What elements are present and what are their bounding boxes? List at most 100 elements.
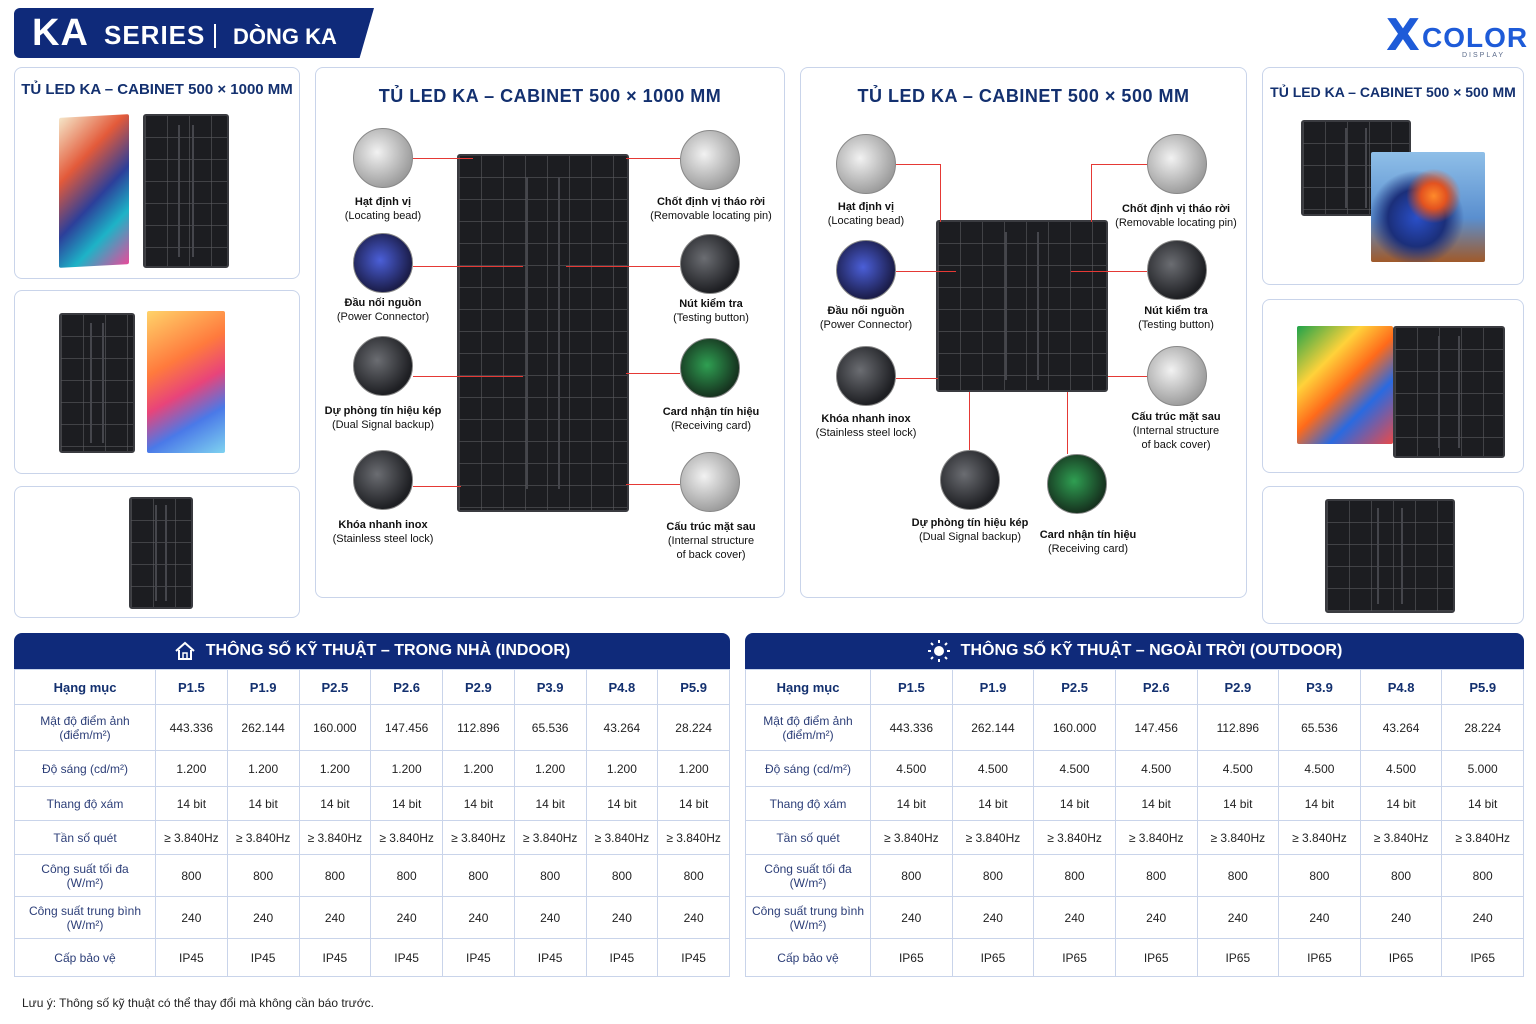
col-header: P4.8: [1359, 669, 1443, 705]
thumb-title: TỦ LED KA – CABINET 500 × 500 MM: [1270, 84, 1516, 100]
thumb-card-5[interactable]: [1262, 299, 1524, 473]
table-cell: ≥ 3.840Hz: [442, 820, 515, 855]
table-row: Tần số quét≥ 3.840Hz≥ 3.840Hz≥ 3.840Hz≥ …: [745, 820, 1524, 855]
table-cell: ≥ 3.840Hz: [870, 820, 953, 855]
table-cell: IP65: [1359, 938, 1443, 977]
panel-title: TỦ LED KA – CABINET 500 × 1000 MM: [378, 86, 722, 106]
thumb-card-3[interactable]: [14, 486, 300, 618]
table-cell: 443.336: [155, 704, 228, 751]
table-cell: ≥ 3.840Hz: [370, 820, 443, 855]
callout-label: Chốt định vị tháo rời(Removable locating…: [650, 196, 772, 222]
panel-title: TỦ LED KA – CABINET 500 × 500 MM: [857, 86, 1190, 106]
table-cell: 240: [1196, 896, 1280, 939]
logo-wordmark: COLOR: [1422, 22, 1529, 53]
locating-bead-icon: [836, 134, 896, 194]
table-cell: 28.224: [657, 704, 730, 751]
table-cell: IP65: [951, 938, 1035, 977]
table-cell: 800: [1441, 854, 1524, 897]
receiving-card-icon: [680, 338, 740, 398]
callout-line: [1091, 164, 1147, 165]
table-cell: 800: [370, 854, 443, 897]
callout-line: [626, 373, 680, 374]
col-header: P1.9: [951, 669, 1035, 705]
cabinet-back-image: [1325, 499, 1455, 613]
table-cell: 28.224: [1441, 704, 1524, 751]
thumb-card-6[interactable]: [1262, 486, 1524, 624]
callout-label: Card nhận tín hiệu(Receiving card): [662, 406, 760, 432]
table-cell: 240: [951, 896, 1035, 939]
table-cell: 43.264: [1359, 704, 1443, 751]
callout-label: Khóa nhanh inox(Stainless steel lock): [815, 413, 917, 439]
row-category: Tần số quét: [745, 820, 871, 855]
callout-label: Dự phòng tín hiệu kép(Dual Signal backup…: [324, 405, 442, 431]
callout-label: Đầu nối nguồn(Power Connector): [336, 297, 430, 323]
home-icon: [174, 640, 196, 662]
table-cell: 65.536: [513, 704, 587, 751]
table-cell: ≥ 3.840Hz: [155, 820, 228, 855]
row-category: Tần số quét: [14, 820, 156, 855]
table-cell: IP65: [1196, 938, 1280, 977]
callout-line: [1108, 376, 1147, 377]
table-cell: IP65: [1114, 938, 1198, 977]
table-cell: IP45: [155, 938, 228, 977]
thumb-card-2[interactable]: [14, 290, 300, 474]
callout-line: [1067, 392, 1068, 454]
col-header: P2.5: [298, 669, 372, 705]
table-header-row: Hạng mục P1.5 P1.9 P2.5 P2.6 P2.9 P3.9 P…: [745, 669, 1524, 705]
thumb-card-4[interactable]: TỦ LED KA – CABINET 500 × 500 MM: [1262, 67, 1524, 285]
table-cell: IP65: [1441, 938, 1524, 977]
footnote: Lưu ý: Thông số kỹ thuật có thể thay đổi…: [22, 996, 374, 1010]
thumb-card-1[interactable]: TỦ LED KA – CABINET 500 × 1000 MM: [14, 67, 300, 279]
table-cell: 240: [513, 896, 587, 939]
table-cell: 800: [1033, 854, 1116, 897]
table-cell: 14 bit: [298, 786, 372, 821]
callout-line: [896, 271, 956, 272]
table-cell: 240: [870, 896, 953, 939]
row-category: Mật độ điểm ảnh(điểm/m²): [14, 704, 156, 751]
row-category: Thang độ xám: [745, 786, 871, 821]
callout-line: [969, 392, 970, 450]
steel-lock-icon: [353, 450, 413, 510]
callout-line: [566, 266, 680, 267]
table-cell: IP45: [585, 938, 659, 977]
col-header: P3.9: [513, 669, 587, 705]
table-cell: 14 bit: [870, 786, 953, 821]
table-cell: 160.000: [298, 704, 372, 751]
steel-lock-icon: [836, 346, 896, 406]
col-header: P4.8: [585, 669, 659, 705]
table-cell: 800: [585, 854, 659, 897]
table-cell: IP65: [1033, 938, 1116, 977]
table-cell: 240: [657, 896, 730, 939]
series-code: KA: [32, 12, 89, 54]
table-row: Tần số quét≥ 3.840Hz≥ 3.840Hz≥ 3.840Hz≥ …: [14, 820, 730, 855]
cabinet-500x1000-back: [457, 154, 629, 512]
callout-line: [896, 164, 940, 165]
table-cell: ≥ 3.840Hz: [585, 820, 659, 855]
table-cell: 800: [442, 854, 515, 897]
thumb-title: TỦ LED KA – CABINET 500 × 1000 MM: [21, 81, 293, 98]
cabinet-back-image: [1393, 326, 1505, 458]
header-separator: [214, 24, 216, 48]
callout-label: Đầu nối nguồn(Power Connector): [819, 305, 913, 331]
col-header: P1.5: [155, 669, 228, 705]
testing-button-icon: [680, 234, 740, 294]
table-cell: IP65: [870, 938, 953, 977]
parrot-screen-image: [1297, 326, 1393, 444]
table-cell: 800: [951, 854, 1035, 897]
table-cell: 240: [1033, 896, 1116, 939]
locating-bead-icon: [353, 128, 413, 188]
table-cell: 14 bit: [657, 786, 730, 821]
table-cell: 14 bit: [1033, 786, 1116, 821]
diagram-panel-500x500: TỦ LED KA – CABINET 500 × 500 MM Hạt địn…: [800, 67, 1247, 598]
table-cell: 800: [1359, 854, 1443, 897]
callout-label: Hạt định vị(Locating bead): [827, 201, 905, 227]
callout-line: [413, 376, 523, 377]
table-cell: 800: [870, 854, 953, 897]
callout-label: Dự phòng tín hiệu kép(Dual Signal backup…: [911, 517, 1029, 543]
logo-subtext: DISPLAY: [1462, 52, 1506, 59]
